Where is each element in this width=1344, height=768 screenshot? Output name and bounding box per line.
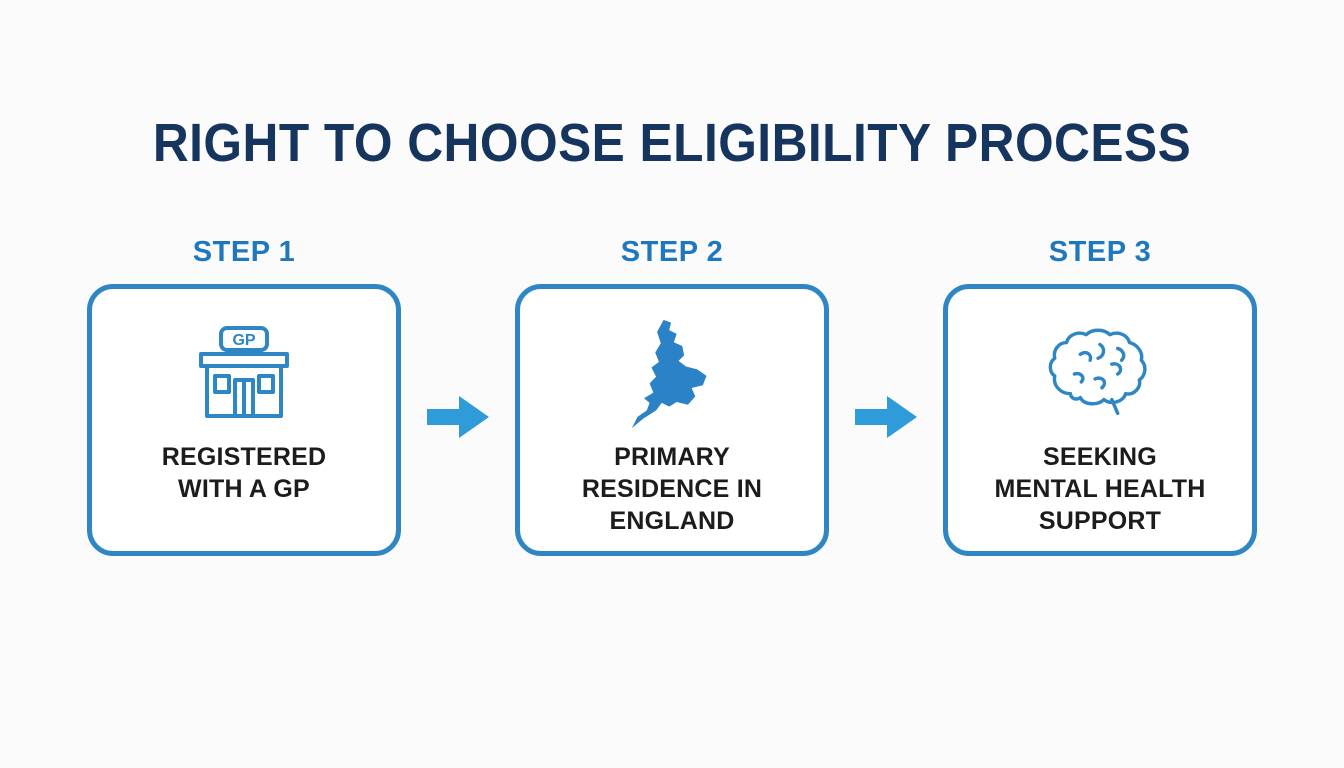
- gp-building-icon: GP: [188, 315, 300, 433]
- step-2-column: STEP 2 PRIMARY RESIDENCE IN ENGLAND: [515, 236, 829, 556]
- step-1-box: GP REGISTERED WITH A GP: [87, 284, 401, 556]
- arrow-2: [855, 394, 917, 440]
- england-map-icon: [629, 315, 715, 433]
- right-arrow-icon: [427, 396, 489, 438]
- step-3-box: SEEKING MENTAL HEALTH SUPPORT: [943, 284, 1257, 556]
- step-3-column: STEP 3 SEEKING MENTAL HEALTH SUPPORT: [943, 236, 1257, 556]
- brain-icon: [1041, 315, 1159, 433]
- steps-row: STEP 1 GP REGISTERED WITH A GP: [0, 236, 1344, 556]
- step-2-label: STEP 2: [620, 236, 724, 268]
- step-1-column: STEP 1 GP REGISTERED WITH A GP: [87, 236, 401, 556]
- arrow-1: [427, 394, 489, 440]
- step-1-label: STEP 1: [192, 236, 296, 268]
- step-3-caption: SEEKING MENTAL HEALTH SUPPORT: [994, 443, 1206, 535]
- gp-sign-text: GP: [232, 332, 255, 349]
- step-2-box: PRIMARY RESIDENCE IN ENGLAND: [515, 284, 829, 556]
- page-title: RIGHT TO CHOOSE ELIGIBILITY PROCESS: [152, 113, 1192, 173]
- step-2-caption: PRIMARY RESIDENCE IN ENGLAND: [581, 443, 763, 535]
- step-3-label: STEP 3: [1048, 236, 1152, 268]
- step-1-caption: REGISTERED WITH A GP: [161, 443, 327, 503]
- right-arrow-icon: [855, 396, 917, 438]
